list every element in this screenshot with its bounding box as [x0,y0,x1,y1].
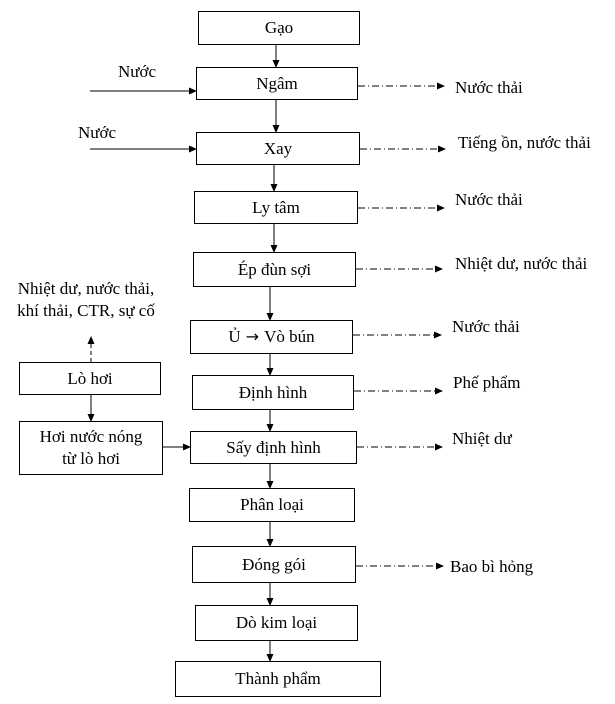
step-donggoi: Đóng gói [192,546,356,583]
output-say-label: Nhiệt dư [452,429,512,448]
main-flow-arrows [266,45,280,662]
output-xay-label: Tiếng ồn, nước thải [458,133,591,152]
output-donggoi-label: Bao bì hỏng [450,557,534,576]
box-hoinuoc-line2: từ lò hơi [62,449,120,468]
input-nuoc-ngam-label: Nước [118,62,157,81]
output-dinhhinh-label: Phế phẩm [453,373,521,392]
step-ngam-label: Ngâm [256,73,298,93]
box-loihoi-label: Lò hơi [67,368,113,388]
step-u-vobun: Ủ → Vò bún [190,320,353,354]
step-dokimloai: Dò kim loại [195,605,358,641]
step-ep: Ép đùn sợi [193,252,356,287]
output-vobun-label: Nước thải [452,317,520,336]
step-lytam-label: Ly tâm [252,197,300,217]
step-dokimloai-label: Dò kim loại [235,613,318,632]
input-arrows [90,87,197,153]
step-gao-label: Gạo [264,18,294,37]
boiler-output-line2: khí thải, CTR, sự cố [17,301,155,320]
step-say: Sấy định hình [190,431,357,464]
step-thanhpham: Thành phẩm [175,661,381,697]
step-phanloai: Phân loại [189,488,355,522]
box-hoinuoc-line1: Hơi nước nóng [39,427,143,446]
box-hoinuoc: Hơi nước nóng từ lò hơi [19,421,163,475]
output-ep-label: Nhiệt dư, nước thải [455,254,588,273]
step-ngam: Ngâm [196,67,358,100]
output-arrows [353,82,446,570]
step-lytam: Ly tâm [194,191,358,224]
step-donggoi-label: Đóng gói [242,554,306,574]
input-nuoc-xay-label: Nước [78,123,117,142]
output-ngam-label: Nước thải [455,78,523,97]
step-dinhhinh-label: Định hình [238,382,308,402]
box-loihoi: Lò hơi [19,362,161,395]
step-xay-label: Xay [263,138,293,158]
boiler-output-label: Nhiệt dư, nước thải, khí thải, CTR, sự c… [0,278,172,322]
output-lytam-label: Nước thải [455,190,523,209]
boiler-arrows [87,336,191,451]
step-gao: Gạo [198,11,360,45]
step-dinhhinh: Định hình [192,375,354,410]
step-ep-label: Ép đùn sợi [237,259,312,279]
step-vobun-label: Vò bún [264,327,315,346]
step-u-label: Ủ [228,327,241,346]
step-say-label: Sấy định hình [226,437,321,457]
step-xay: Xay [196,132,360,165]
step-thanhpham-label: Thành phẩm [235,669,321,688]
step-u-arrow: → [245,327,260,346]
boiler-output-line1: Nhiệt dư, nước thải, [17,279,155,298]
step-phanloai-label: Phân loại [240,495,304,514]
